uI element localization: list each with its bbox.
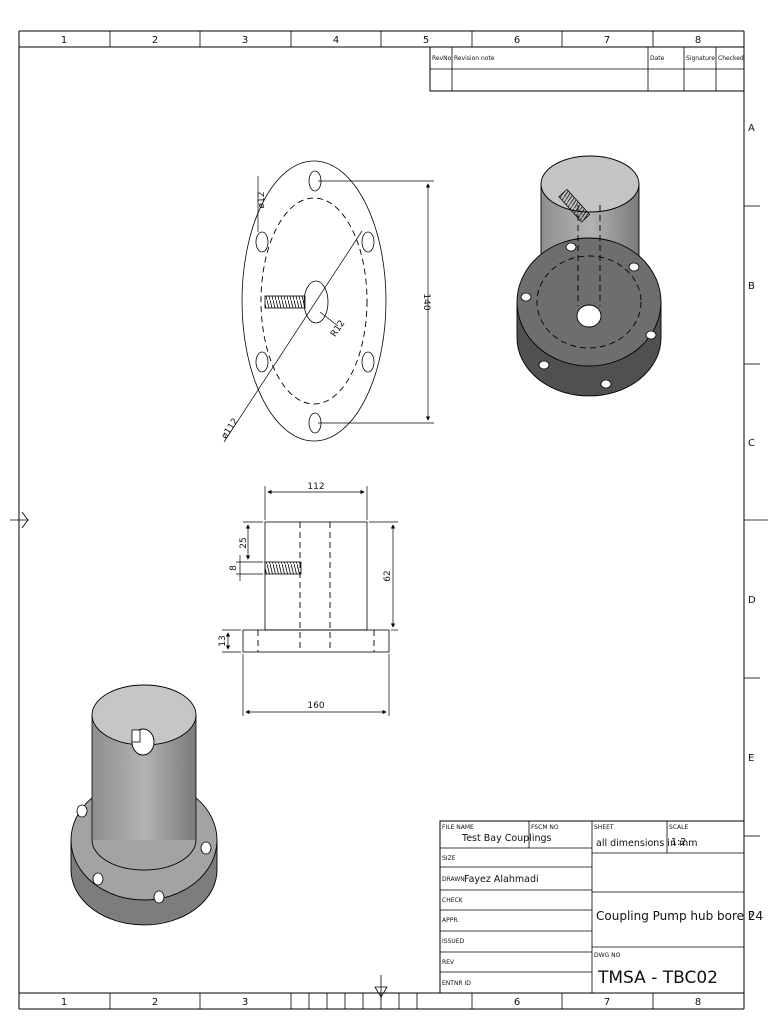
column-labels-bottom: 1 2 3 6 7 8 [61,997,701,1008]
row-label: A [748,123,755,134]
col-label: 1 [61,35,67,46]
dim-flange-width: 160 [307,701,324,711]
row-label: F [748,910,754,921]
row-label: E [748,753,754,764]
row-label: D [748,595,756,606]
tb-fscm-label: FSCM NO [531,824,559,831]
col-label: 2 [152,35,158,46]
tb-appr-label: APPR. [442,917,459,924]
flange-body [242,629,390,653]
tb-size-label: SIZE [442,855,456,862]
set-screw-thread [264,295,306,309]
rev-header-signature: Signature [686,55,715,62]
iso-view-flange [516,155,662,397]
col-label: 8 [695,997,701,1008]
tb-drawing-title: Coupling Pump hub bore 24 mm [596,909,768,923]
tb-file-name-label: FILE NAME [442,824,474,831]
side-thread [264,561,302,575]
row-label: B [748,281,755,292]
top-view: 140 ø12 ø112 R12 [220,160,434,443]
hub-hidden-circle [260,197,368,405]
dim-bore-radius: R12 [329,319,347,339]
tb-issued-label: ISSUED [442,938,465,945]
dim-key-offset: 25 [239,537,249,548]
dim-outer-dia: ø112 [220,417,241,441]
tb-entnr-label: ENTNR ID [442,980,471,987]
tb-scale-value: 1:2 [671,837,686,848]
rev-header-revno: RevNo [432,55,452,62]
col-label: 3 [242,35,248,46]
rev-header-note: Revision note [454,55,495,62]
hub-body [264,521,368,631]
tb-sheet-label: SHEET [594,824,614,831]
side-view: 112 62 25 8 13 160 [218,482,398,716]
tb-drawn-value: Fayez Alahmadi [464,874,539,885]
dim-flange-thickness: 13 [218,635,228,646]
tb-file-name: Test Bay Couplings [461,833,552,844]
tb-check-label: CHECK [442,897,464,904]
col-label: 1 [61,997,67,1008]
column-labels-top: 1 2 3 4 5 6 7 8 [61,35,701,46]
flange-outline [241,160,387,442]
bolt-hole [361,231,375,253]
tb-drawn-label: DRAWN [442,876,465,883]
dim-hole-dia: ø12 [257,192,267,209]
tb-dwg-number: TMSA - TBC02 [597,968,718,988]
bore [303,280,329,324]
col-label: 3 [242,997,248,1008]
col-label: 6 [514,997,520,1008]
dim-height-140: 140 [421,293,431,310]
bolt-hole [255,351,269,373]
revision-table: RevNo Revision note Date Signature Check… [429,46,745,92]
col-label: 7 [604,997,610,1008]
col-label: 2 [152,997,158,1008]
col-label: 4 [333,35,339,46]
col-label: 7 [604,35,610,46]
bolt-hole [255,231,269,253]
tb-sheet-value: all dimensions in mm [596,838,698,849]
dim-key-width: 8 [229,565,239,571]
bolt-hole [361,351,375,373]
col-label: 5 [423,35,429,46]
rev-header-date: Date [650,55,665,62]
row-labels: A B C D E F [748,123,756,921]
tb-rev-label: REV [442,959,455,966]
row-label: C [748,438,755,449]
iso-view-hub [70,684,218,926]
col-label: 8 [695,35,701,46]
tb-scale-label: SCALE [669,824,688,831]
title-block: FILE NAME Test Bay Couplings FSCM NO SHE… [439,820,768,994]
dim-hub-width: 112 [307,482,324,492]
rev-header-checked: Checked [718,55,744,62]
col-label: 6 [514,35,520,46]
tb-dwg-label: DWG NO [594,952,621,959]
dim-hub-height: 62 [383,570,393,581]
